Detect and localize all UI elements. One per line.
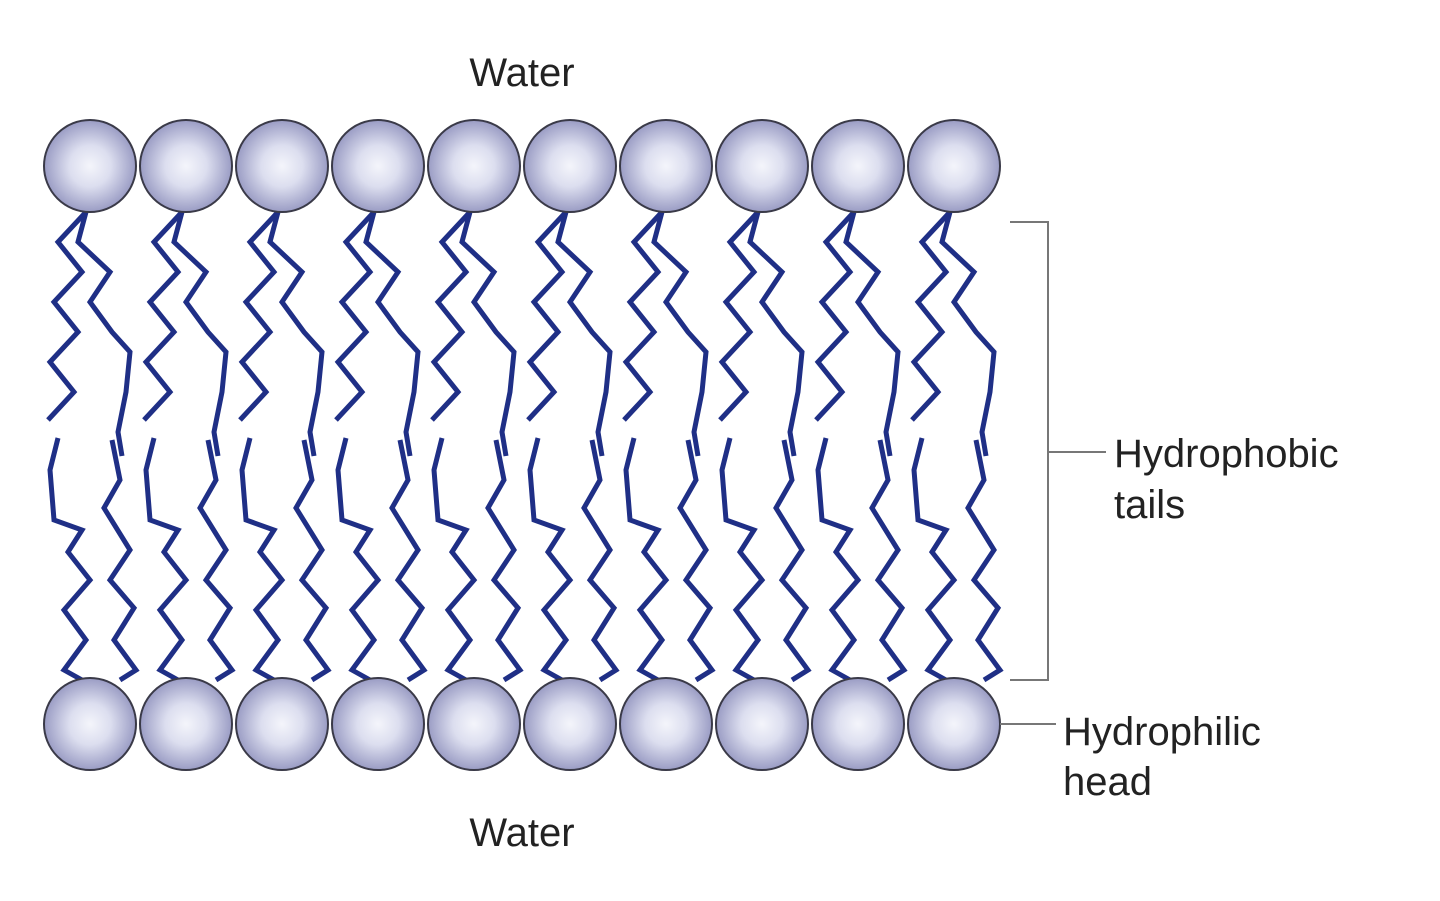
lower-tail-a [527,437,574,683]
lower-tail-b [485,439,524,683]
lower-hydrophilic-head [715,677,809,771]
lower-tail-a [623,437,670,683]
lower-hydrophilic-head [907,677,1001,771]
lower-tail-b [293,439,332,683]
upper-tail-b [459,211,517,457]
upper-tail-b [843,211,901,457]
head-label-line2: head [1063,760,1152,804]
upper-tail-a [142,210,184,422]
lower-hydrophilic-head [331,677,425,771]
upper-tail-a [46,210,88,422]
water-label-bottom: Water [469,811,574,855]
upper-hydrophilic-head [907,119,1001,213]
lower-hydrophilic-head [619,677,713,771]
lower-tail-a [911,437,958,683]
lower-hydrophilic-head [139,677,233,771]
upper-tail-a [910,210,952,422]
lower-tail-a [335,437,382,683]
upper-tail-a [622,210,664,422]
upper-hydrophilic-head [139,119,233,213]
head-label-line1: Hydrophilic [1063,710,1261,754]
upper-tail-a [334,210,376,422]
upper-tail-b [75,211,133,457]
lower-tail-a [719,437,766,683]
lower-hydrophilic-head [43,677,137,771]
lower-tail-b [581,439,620,683]
upper-tail-b [267,211,325,457]
lower-tail-b [965,439,1004,683]
upper-hydrophilic-head [235,119,329,213]
water-label-top: Water [469,51,574,95]
tails-bracket [1010,221,1106,681]
lower-hydrophilic-head [235,677,329,771]
lower-tail-b [869,439,908,683]
lower-tail-b [197,439,236,683]
upper-tail-b [555,211,613,457]
tails-label-line1: Hydrophobic [1114,432,1339,476]
upper-hydrophilic-head [523,119,617,213]
lower-heads-layer [43,677,1001,771]
lower-tail-a [815,437,862,683]
upper-tail-b [747,211,805,457]
tails-label-line2: tails [1114,483,1185,527]
upper-tail-a [238,210,280,422]
upper-hydrophilic-head [811,119,905,213]
lower-tail-b [677,439,716,683]
lower-tails-layer [47,437,1004,683]
upper-tail-a [526,210,568,422]
lower-tail-a [47,437,94,683]
upper-tail-b [651,211,709,457]
upper-hydrophilic-head [619,119,713,213]
lower-hydrophilic-head [811,677,905,771]
upper-hydrophilic-head [427,119,521,213]
upper-tail-b [939,211,997,457]
lower-tail-b [101,439,140,683]
upper-hydrophilic-head [43,119,137,213]
lower-hydrophilic-head [523,677,617,771]
lower-tail-a [431,437,478,683]
upper-tail-a [814,210,856,422]
upper-hydrophilic-head [715,119,809,213]
upper-tail-b [171,211,229,457]
lower-hydrophilic-head [427,677,521,771]
lower-tail-b [773,439,812,683]
lower-tail-a [239,437,286,683]
upper-tail-a [718,210,760,422]
upper-hydrophilic-head [331,119,425,213]
lower-tail-b [389,439,428,683]
upper-tail-b [363,211,421,457]
upper-heads-layer [43,119,1001,213]
upper-tails-layer [46,210,997,457]
lower-tail-a [143,437,190,683]
upper-tail-a [430,210,472,422]
